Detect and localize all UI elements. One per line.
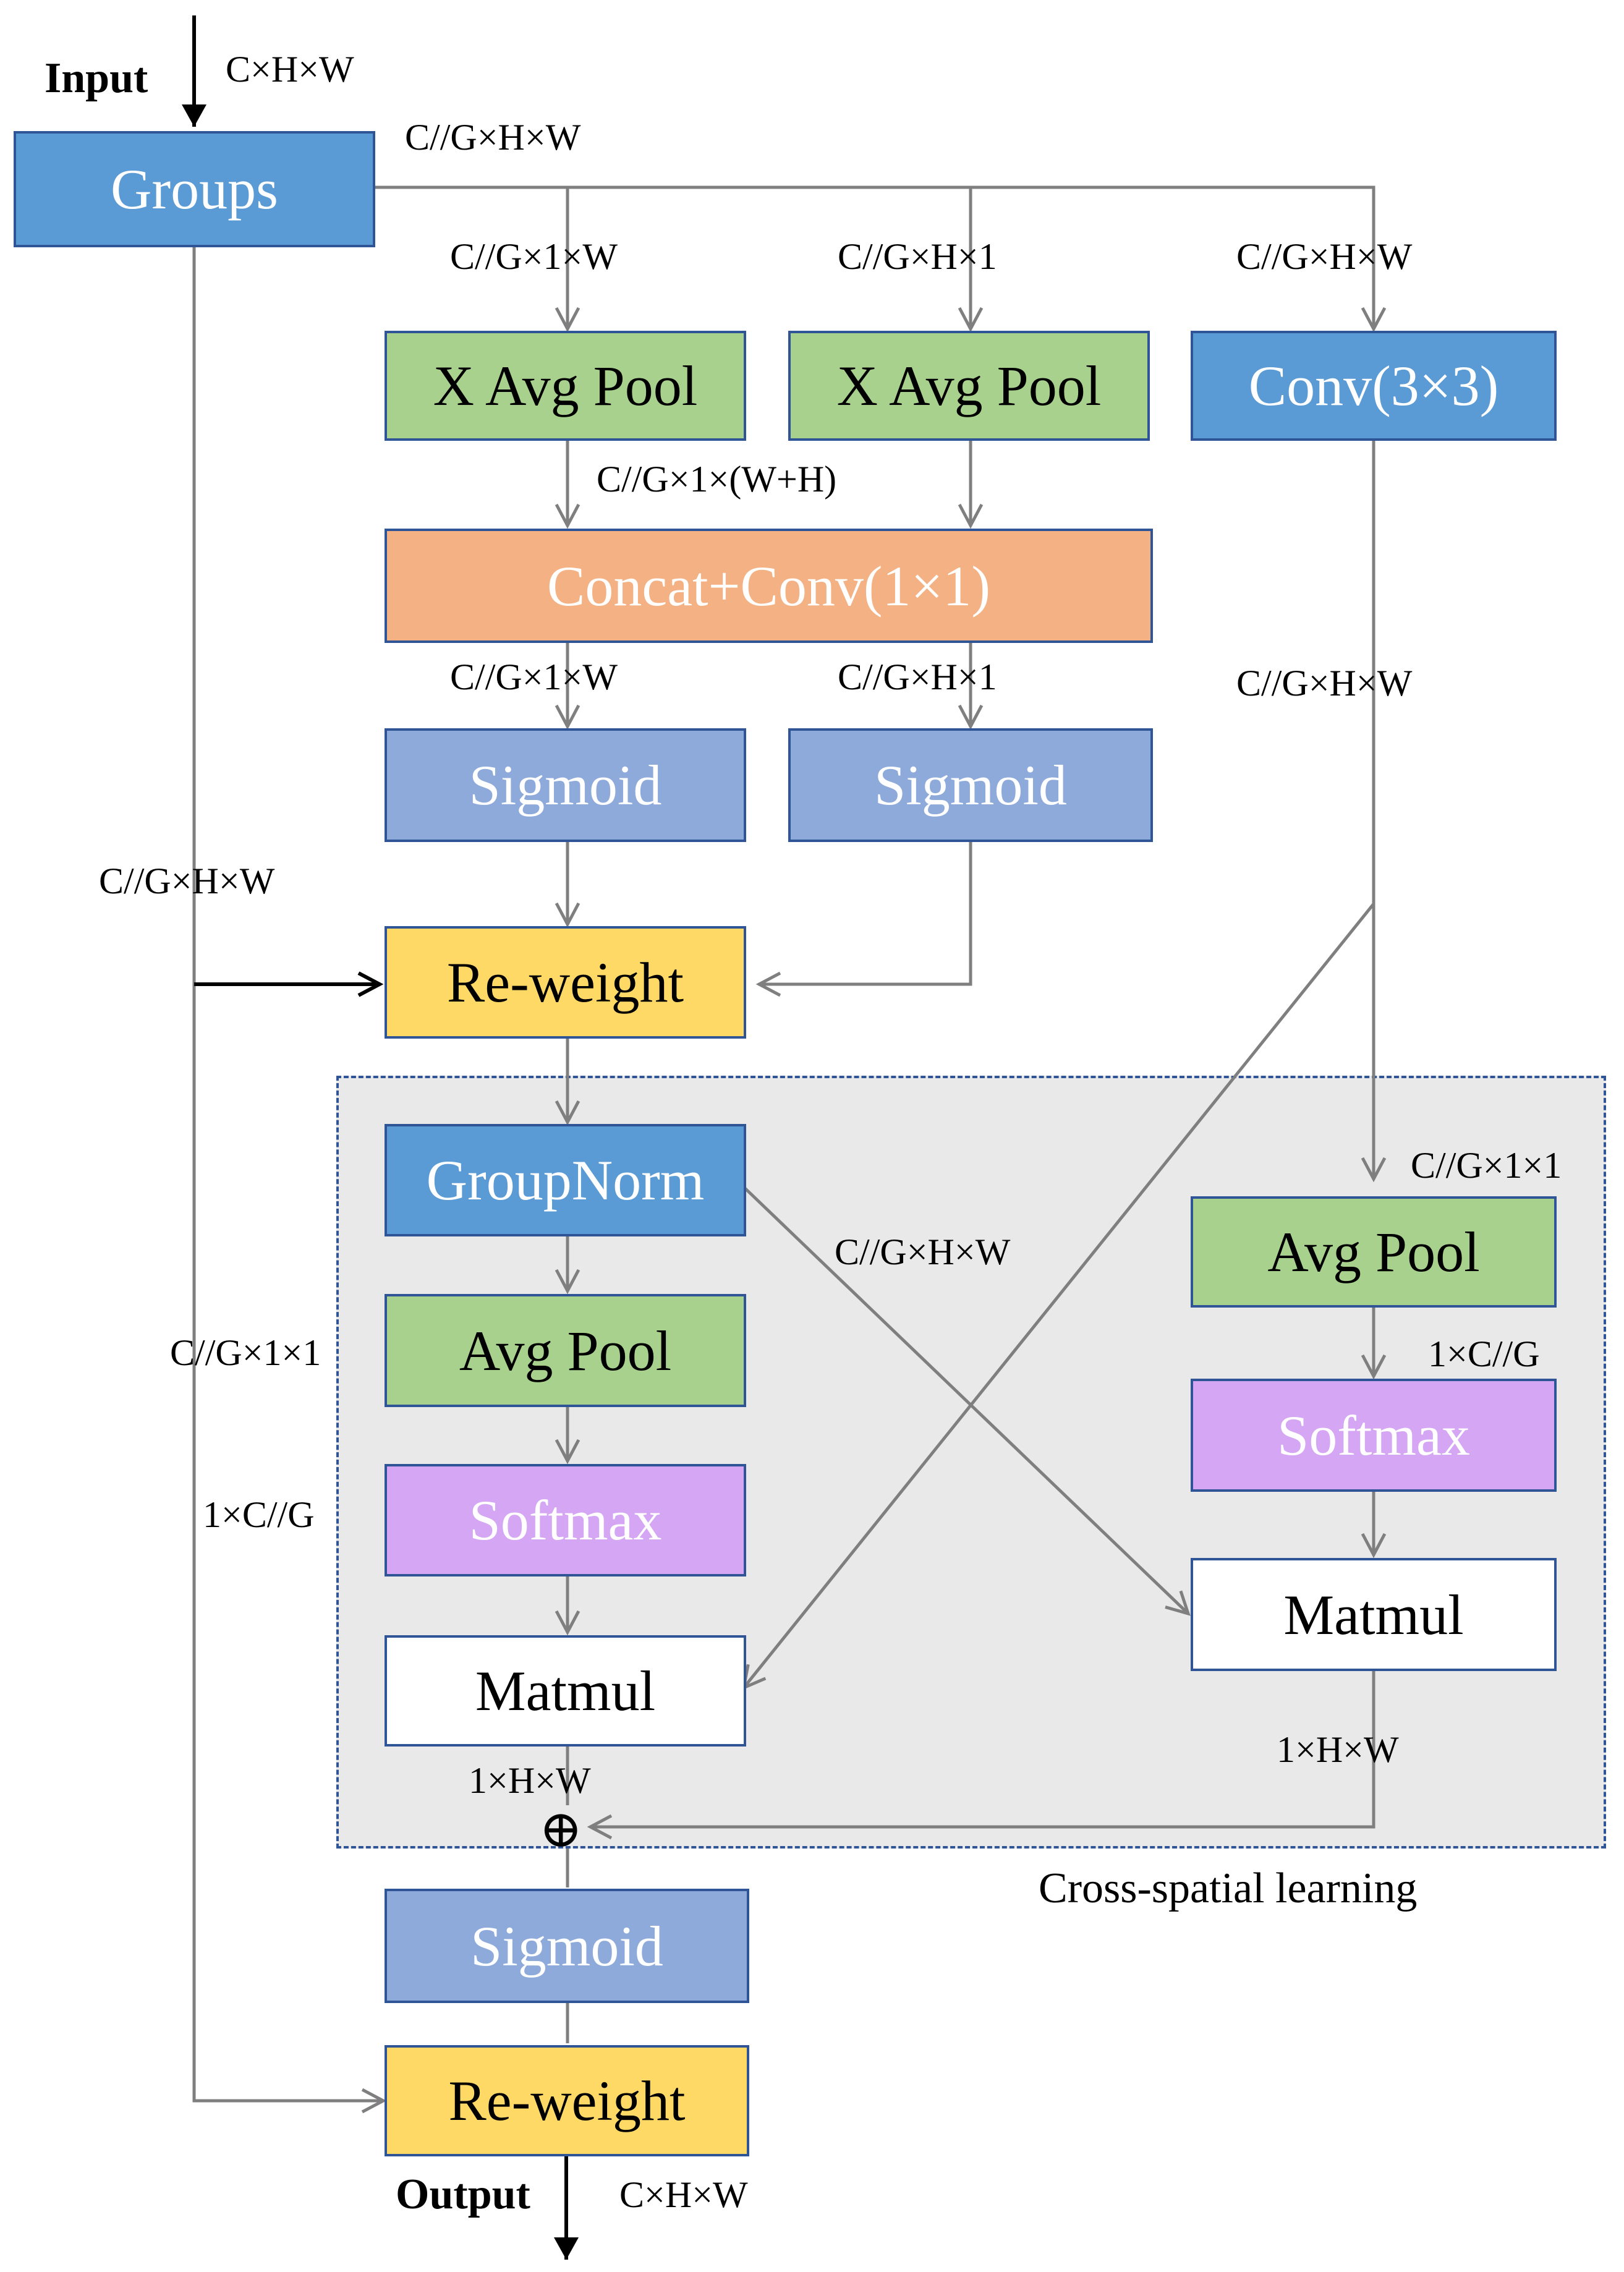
input-shape-label: C×H×W (226, 49, 354, 90)
concat-conv-box: Concat+Conv(1×1) (385, 529, 1153, 643)
shape-label-branch-conv: C//G×H×W (1236, 236, 1413, 277)
add-operator: ⊕ (539, 1801, 583, 1858)
shape-label-cross-left: C//G×H×W (835, 1232, 1011, 1272)
shape-label-split-h: C//G×H×1 (838, 657, 997, 697)
shape-label-pool-left-out: C//G×1×1 (170, 1332, 321, 1373)
conv3x3-box: Conv(3×3) (1191, 331, 1557, 441)
matmul-right-box: Matmul (1191, 1558, 1557, 1671)
shape-label-split-w: C//G×1×W (450, 657, 618, 697)
reweight-out-box: Re-weight (385, 2045, 749, 2156)
matmul-left-box: Matmul (385, 1635, 746, 1747)
shape-label-skip: C//G×H×W (99, 861, 275, 901)
shape-label-softmax-right-out: 1×C//G (1428, 1334, 1540, 1374)
sigmoid-box-1: Sigmoid (385, 728, 746, 842)
x-avg-pool-box-2: X Avg Pool (788, 331, 1150, 441)
shape-label-conv-out: C//G×H×W (1236, 663, 1413, 704)
input-label: Input (45, 54, 148, 102)
sigmoid-box-2: Sigmoid (788, 728, 1153, 842)
region-caption: Cross-spatial learning (1039, 1865, 1418, 1912)
softmax-left-box: Softmax (385, 1464, 746, 1576)
shape-label-groups-out: C//G×H×W (405, 117, 581, 158)
output-label: Output (396, 2171, 530, 2218)
output-shape-label: C×H×W (619, 2174, 748, 2215)
groupnorm-box: GroupNorm (385, 1124, 746, 1236)
avg-pool-left-box: Avg Pool (385, 1294, 746, 1407)
shape-label-branch-w: C//G×1×W (450, 236, 618, 277)
shape-label-matmul-right-out: 1×H×W (1277, 1729, 1399, 1770)
shape-label-matmul-left-out: 1×H×W (469, 1760, 591, 1801)
x-avg-pool-box-1: X Avg Pool (385, 331, 746, 441)
shape-label-branch-h: C//G×H×1 (838, 236, 997, 277)
shape-label-softmax-left-out: 1×C//G (203, 1494, 315, 1535)
shape-label-concat-in: C//G×1×(W+H) (597, 459, 837, 500)
avg-pool-right-box: Avg Pool (1191, 1196, 1557, 1308)
sigmoid-out-box: Sigmoid (385, 1889, 749, 2003)
reweight-box-1: Re-weight (385, 926, 746, 1039)
softmax-right-box: Softmax (1191, 1379, 1557, 1492)
groups-box: Groups (14, 131, 375, 247)
shape-label-pool-right-in: C//G×1×1 (1411, 1145, 1562, 1186)
